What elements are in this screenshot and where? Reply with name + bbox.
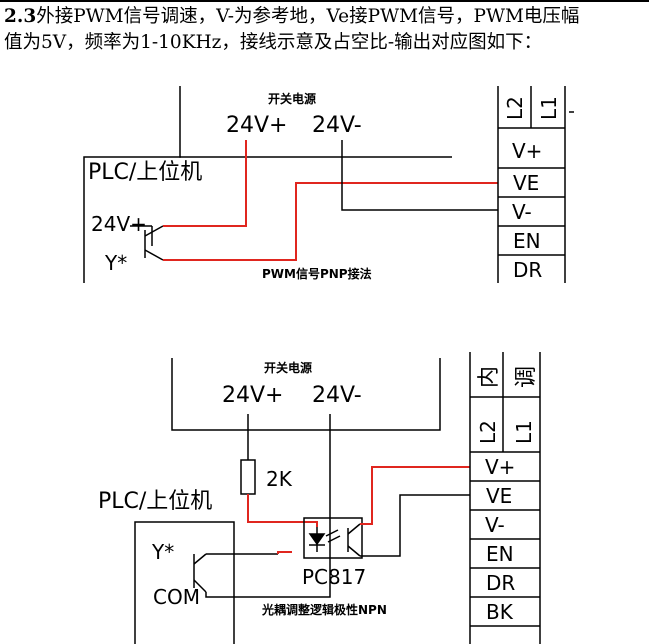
wire-red-led (247, 494, 318, 554)
power-supply-title: 开关电源 (264, 360, 312, 375)
npn-caption: 光耦调整逻辑极性NPN (261, 602, 387, 617)
resistor-label: 2K (266, 467, 293, 491)
top-rule (0, 0, 649, 2)
terminal-row-en: EN (486, 542, 514, 566)
header-char-tiao: 调 (514, 366, 539, 388)
section-number: 2.3 (4, 6, 37, 27)
pnp-caption: PWM信号PNP接法 (262, 266, 372, 281)
terminal-row-ve: VE (513, 171, 539, 195)
terminal-row-dr: DR (513, 258, 542, 282)
pnp-transistor-symbol (130, 225, 164, 261)
intro-line-2: 值为5V，频率为1-10KHz，接线示意及占空比-输出对应图如下： (4, 32, 644, 54)
wire-red-ve (163, 182, 498, 261)
plc-pin-com: COM (153, 585, 200, 609)
wire-black-ve (360, 494, 470, 557)
wire-black-vminus (341, 140, 498, 211)
wire-red-24v (163, 140, 247, 227)
terminal-row-en: EN (513, 229, 541, 253)
terminal-row-bk: BK (486, 600, 514, 624)
terminal-row-vminus: V- (485, 513, 505, 537)
terminal-label-l1: L1 (537, 96, 561, 120)
terminal-row-dr: DR (486, 571, 515, 595)
supply-neg-label: 24V- (312, 383, 362, 408)
terminal-label-l1: L1 (512, 420, 536, 444)
terminal-label-l2: L2 (476, 420, 500, 444)
intro-text-2: 值为5V，频率为1-10KHz，接线示意及占空比-输出对应图如下： (4, 32, 543, 53)
power-supply-title: 开关电源 (268, 91, 316, 106)
terminal-label-l2: L2 (503, 96, 527, 120)
npn-transistor-symbol (193, 524, 331, 598)
terminal-row-vminus: V- (512, 200, 532, 224)
power-supply-box (171, 358, 441, 431)
terminal-block (469, 352, 541, 644)
supply-neg-label: 24V- (312, 113, 362, 138)
npn-optocoupler-diagram: 开关电源 24V+ 24V- 2K PLC/上位机 Y* COM PC8 (98, 352, 541, 644)
terminal-block (497, 86, 566, 283)
resistor-2k (240, 459, 256, 495)
plc-pin-24v: 24V+ (91, 212, 147, 236)
optocoupler-label: PC817 (302, 565, 366, 589)
plc-title: PLC/上位机 (88, 160, 202, 185)
terminal-row-ve: VE (486, 484, 512, 508)
optocoupler-pc817 (303, 517, 363, 559)
plc-title: PLC/上位机 (98, 489, 212, 514)
intro-text-1: 外接PWM信号调速，V-为参考地，Ve接PWM信号，PWM电压幅 (36, 6, 580, 27)
plc-pin-y: Y* (104, 251, 127, 275)
supply-pos-label: 24V+ (222, 383, 283, 408)
terminal-row-vplus: V+ (512, 139, 542, 163)
supply-pos-label: 24V+ (226, 113, 287, 138)
plc-pin-y: Y* (151, 540, 174, 564)
intro-line-1: 2.3外接PWM信号调速，V-为参考地，Ve接PWM信号，PWM电压幅 (4, 6, 644, 28)
wire-red-vplus (360, 466, 470, 525)
plc-box (134, 521, 235, 644)
pnp-wiring-diagram: 开关电源 24V+ 24V- PLC/上位机 24V+ Y* PWM信号PNP接… (83, 86, 574, 283)
terminal-row-vplus: V+ (485, 455, 515, 479)
header-char-nei: 内 (477, 366, 502, 388)
plc-box (83, 156, 181, 283)
